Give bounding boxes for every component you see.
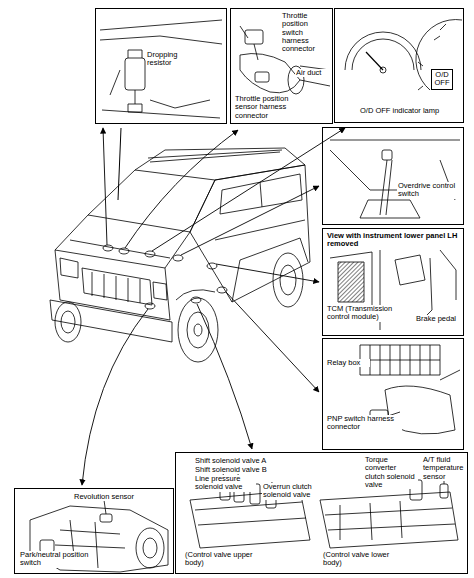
part-label: Dropping resistor <box>146 51 188 68</box>
part-label: Park/neutral position switch <box>19 551 91 568</box>
location-panel: Throttle position switch harness connect… <box>230 8 333 124</box>
location-spot <box>103 245 227 309</box>
part-label: Revolution sensor <box>73 493 151 501</box>
location-panel: Dropping resistor <box>95 8 227 124</box>
location-panel: Relay boxPNP switch harness connector <box>322 338 464 450</box>
part-label: (Control valve upper body) <box>184 551 268 568</box>
part-label: TCM (Transmission control module) <box>326 305 406 322</box>
part-label: Overrun clutch solenoid valve <box>262 483 320 500</box>
indicator-lamp: O/D OFF <box>431 69 453 90</box>
location-panel: Shift solenoid valve AShift solenoid val… <box>175 452 468 574</box>
part-label: Relay box <box>326 359 370 367</box>
part-label: (Control valve lower body) <box>322 551 406 568</box>
shifter-sketch <box>330 140 460 218</box>
leader-arrow <box>82 128 345 485</box>
part-label: O/D OFF indicator lamp <box>359 107 455 115</box>
location-panel: View with instrument lower panel LH remo… <box>322 228 464 336</box>
part-label: Throttle position sensor harness connect… <box>234 95 310 120</box>
vehicle-drawing <box>50 128 310 362</box>
resistor-sketch <box>100 20 222 118</box>
location-panel: O/D OFF O/D OFF indicator lamp <box>334 8 464 123</box>
part-label: Throttle position switch harness connect… <box>281 12 331 53</box>
part-label: Torque converter clutch solenoid valve <box>364 456 418 489</box>
part-label: Shift solenoid valve B <box>194 466 286 474</box>
part-label: Overdrive control switch <box>397 182 459 199</box>
part-label: Line pressure solenoid valve <box>194 475 256 492</box>
location-panel: Overdrive control switch <box>322 127 464 225</box>
part-label: View with instrument lower panel LH remo… <box>326 232 462 249</box>
part-label: Shift solenoid valve A <box>194 457 286 465</box>
meter-sketch <box>345 20 462 90</box>
part-label: A/T fluid temperature sensor <box>422 456 466 481</box>
location-panel: Revolution sensorPark/neutral position s… <box>14 488 174 574</box>
part-label: PNP switch harness connector <box>326 415 402 432</box>
part-label: Brake pedal <box>415 315 461 323</box>
part-label: Air duct <box>295 69 331 77</box>
